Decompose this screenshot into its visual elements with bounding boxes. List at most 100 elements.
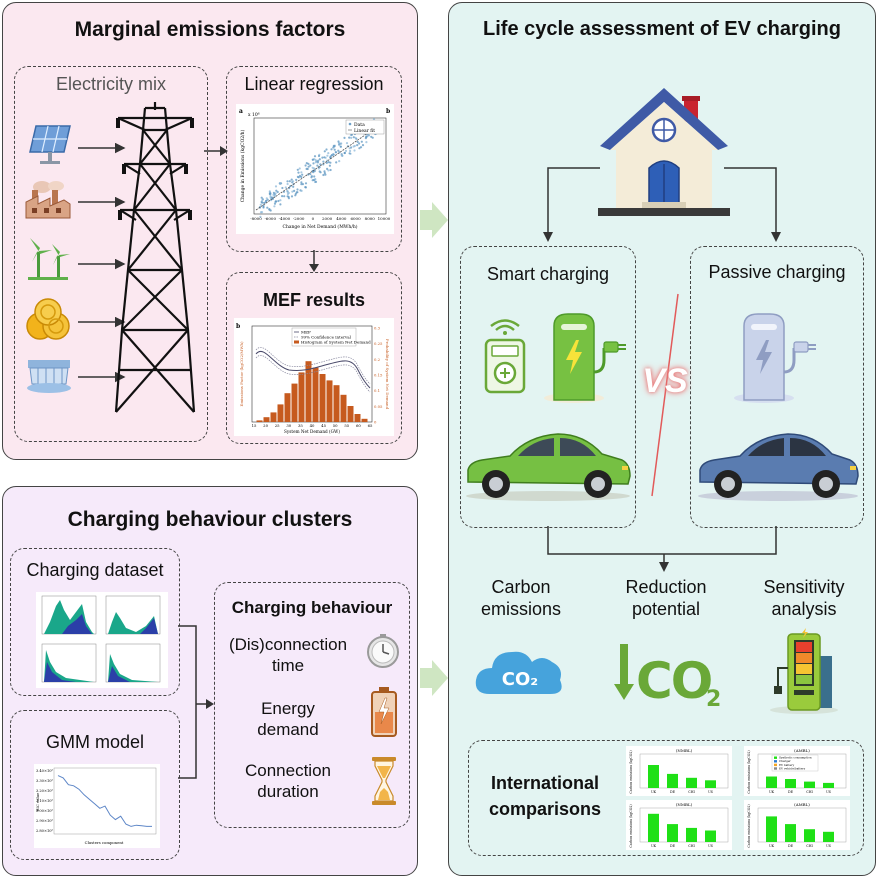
regression-xtick: 4000: [336, 216, 347, 221]
scatter-point: [316, 161, 319, 164]
hydro-dam-icon: [27, 360, 71, 393]
scatter-point: [286, 195, 289, 198]
scatter-point: [290, 195, 294, 198]
mef-ytick-right: 0.05: [374, 404, 383, 409]
scatter-point: [319, 171, 322, 174]
scatter-point: [298, 174, 302, 177]
intl-bar: [648, 765, 659, 788]
mef-title: Marginal emissions factors: [74, 18, 346, 41]
histogram-bar: [291, 383, 298, 422]
intl-chart-frame: [639, 753, 729, 789]
scatter-point: [290, 178, 293, 181]
regression-panel-letter-b: b: [386, 108, 390, 115]
scatter-point: [275, 189, 278, 192]
bic-ytick: 3.20×10⁵: [36, 789, 54, 793]
mef-ytick-right: 0.15: [374, 373, 383, 378]
scatter-point: [310, 176, 313, 179]
scatter-point: [353, 149, 356, 152]
bic-ytick: 3.40×10⁵: [36, 769, 54, 773]
scatter-point: [364, 135, 368, 139]
scatter-point: [274, 185, 278, 188]
regression-xtick: 10000: [378, 216, 391, 221]
intl-chart-frame: [757, 807, 847, 843]
intl-bar: [823, 831, 834, 842]
scatter-point: [352, 136, 355, 139]
intl-tick-label: DE: [788, 844, 794, 848]
scatter-point: [321, 156, 324, 159]
panel-arrow-bottom: [420, 660, 448, 696]
scatter-point: [259, 215, 262, 218]
intl-legend-label: EV battery: [779, 763, 795, 767]
scatter-point: [273, 205, 276, 208]
scatter-point: [372, 118, 376, 121]
scatter-point: [263, 201, 266, 204]
scatter-point: [268, 192, 271, 195]
histogram-bar: [347, 406, 354, 422]
scatter-point: [279, 182, 282, 185]
regression-xtick: -2000: [293, 216, 305, 221]
intl-chart-frame: [639, 807, 729, 843]
scatter-point: [292, 180, 295, 183]
intl-tick-label: UK: [651, 844, 657, 848]
scatter-point: [313, 155, 317, 158]
scatter-point: [338, 160, 341, 163]
vs-label: VS: [642, 362, 688, 400]
scatter-point: [348, 136, 351, 139]
scatter-point: [260, 211, 264, 214]
scatter-point: [350, 136, 353, 139]
intl-chart-title: (NMBL): [676, 802, 693, 807]
smart-charging-label: Smart charging: [486, 264, 610, 284]
scatter-point: [338, 143, 341, 146]
intl-bar: [667, 824, 678, 842]
scatter-point: [304, 186, 307, 189]
mef-plot-panel-letter: b: [236, 323, 240, 330]
intl-tick-label: CHI: [688, 844, 695, 848]
intl-tick-label: CHI: [688, 790, 695, 794]
scatter-point: [325, 148, 328, 151]
green-ev-car: [466, 433, 631, 501]
scatter-point: [286, 189, 289, 192]
bic-line: [57, 775, 152, 827]
scatter-point: [276, 190, 279, 194]
intl-chart-ylabel: Carbon emissions (kgCO2): [629, 804, 633, 847]
scatter-point: [274, 200, 277, 203]
intl-bar: [686, 777, 697, 788]
histogram-bar: [284, 393, 291, 422]
scatter-point: [293, 189, 296, 192]
intl-bar: [686, 827, 697, 842]
mef-ylabel-right: Probability of System Net Demand: [385, 339, 390, 410]
intl-chart-ylabel: Carbon emissions (kgCO2): [629, 750, 633, 793]
histogram-bar: [319, 374, 326, 422]
scatter-point: [311, 158, 314, 161]
scatter-point: [329, 161, 332, 164]
histogram-bar: [333, 385, 340, 422]
intl-chart-title: (AMBL): [794, 802, 810, 807]
scatter-point: [286, 180, 289, 183]
mef-ylabel-left: Emissions Factor (kgCO2/MWh): [239, 341, 244, 407]
scatter-point: [281, 186, 284, 190]
intl-bar: [648, 813, 659, 842]
scatter-point: [304, 164, 307, 167]
scatter-point: [316, 164, 319, 167]
scatter-point: [370, 135, 373, 138]
source-arrows: [78, 142, 126, 383]
scatter-point: [350, 133, 353, 136]
mef-xtick: 65: [368, 423, 373, 428]
scatter-point: [296, 188, 299, 191]
intl-tick-label: UK: [769, 844, 775, 848]
mef-ytick-right: 0.25: [374, 341, 383, 346]
passive-charging-box: [690, 246, 864, 528]
scatter-point: [266, 206, 269, 209]
scatter-point: [300, 183, 303, 186]
scatter-point: [326, 154, 329, 157]
scatter-point: [268, 208, 271, 211]
scatter-point: [300, 171, 303, 174]
bic-ytick: 3.30×10⁵: [36, 779, 54, 783]
scatter-point: [317, 154, 321, 158]
dataset-histogram-3: [41, 643, 97, 683]
mef-results-box: [226, 272, 402, 444]
regression-xtick: 2000: [322, 216, 333, 221]
scatter-point: [327, 152, 330, 155]
